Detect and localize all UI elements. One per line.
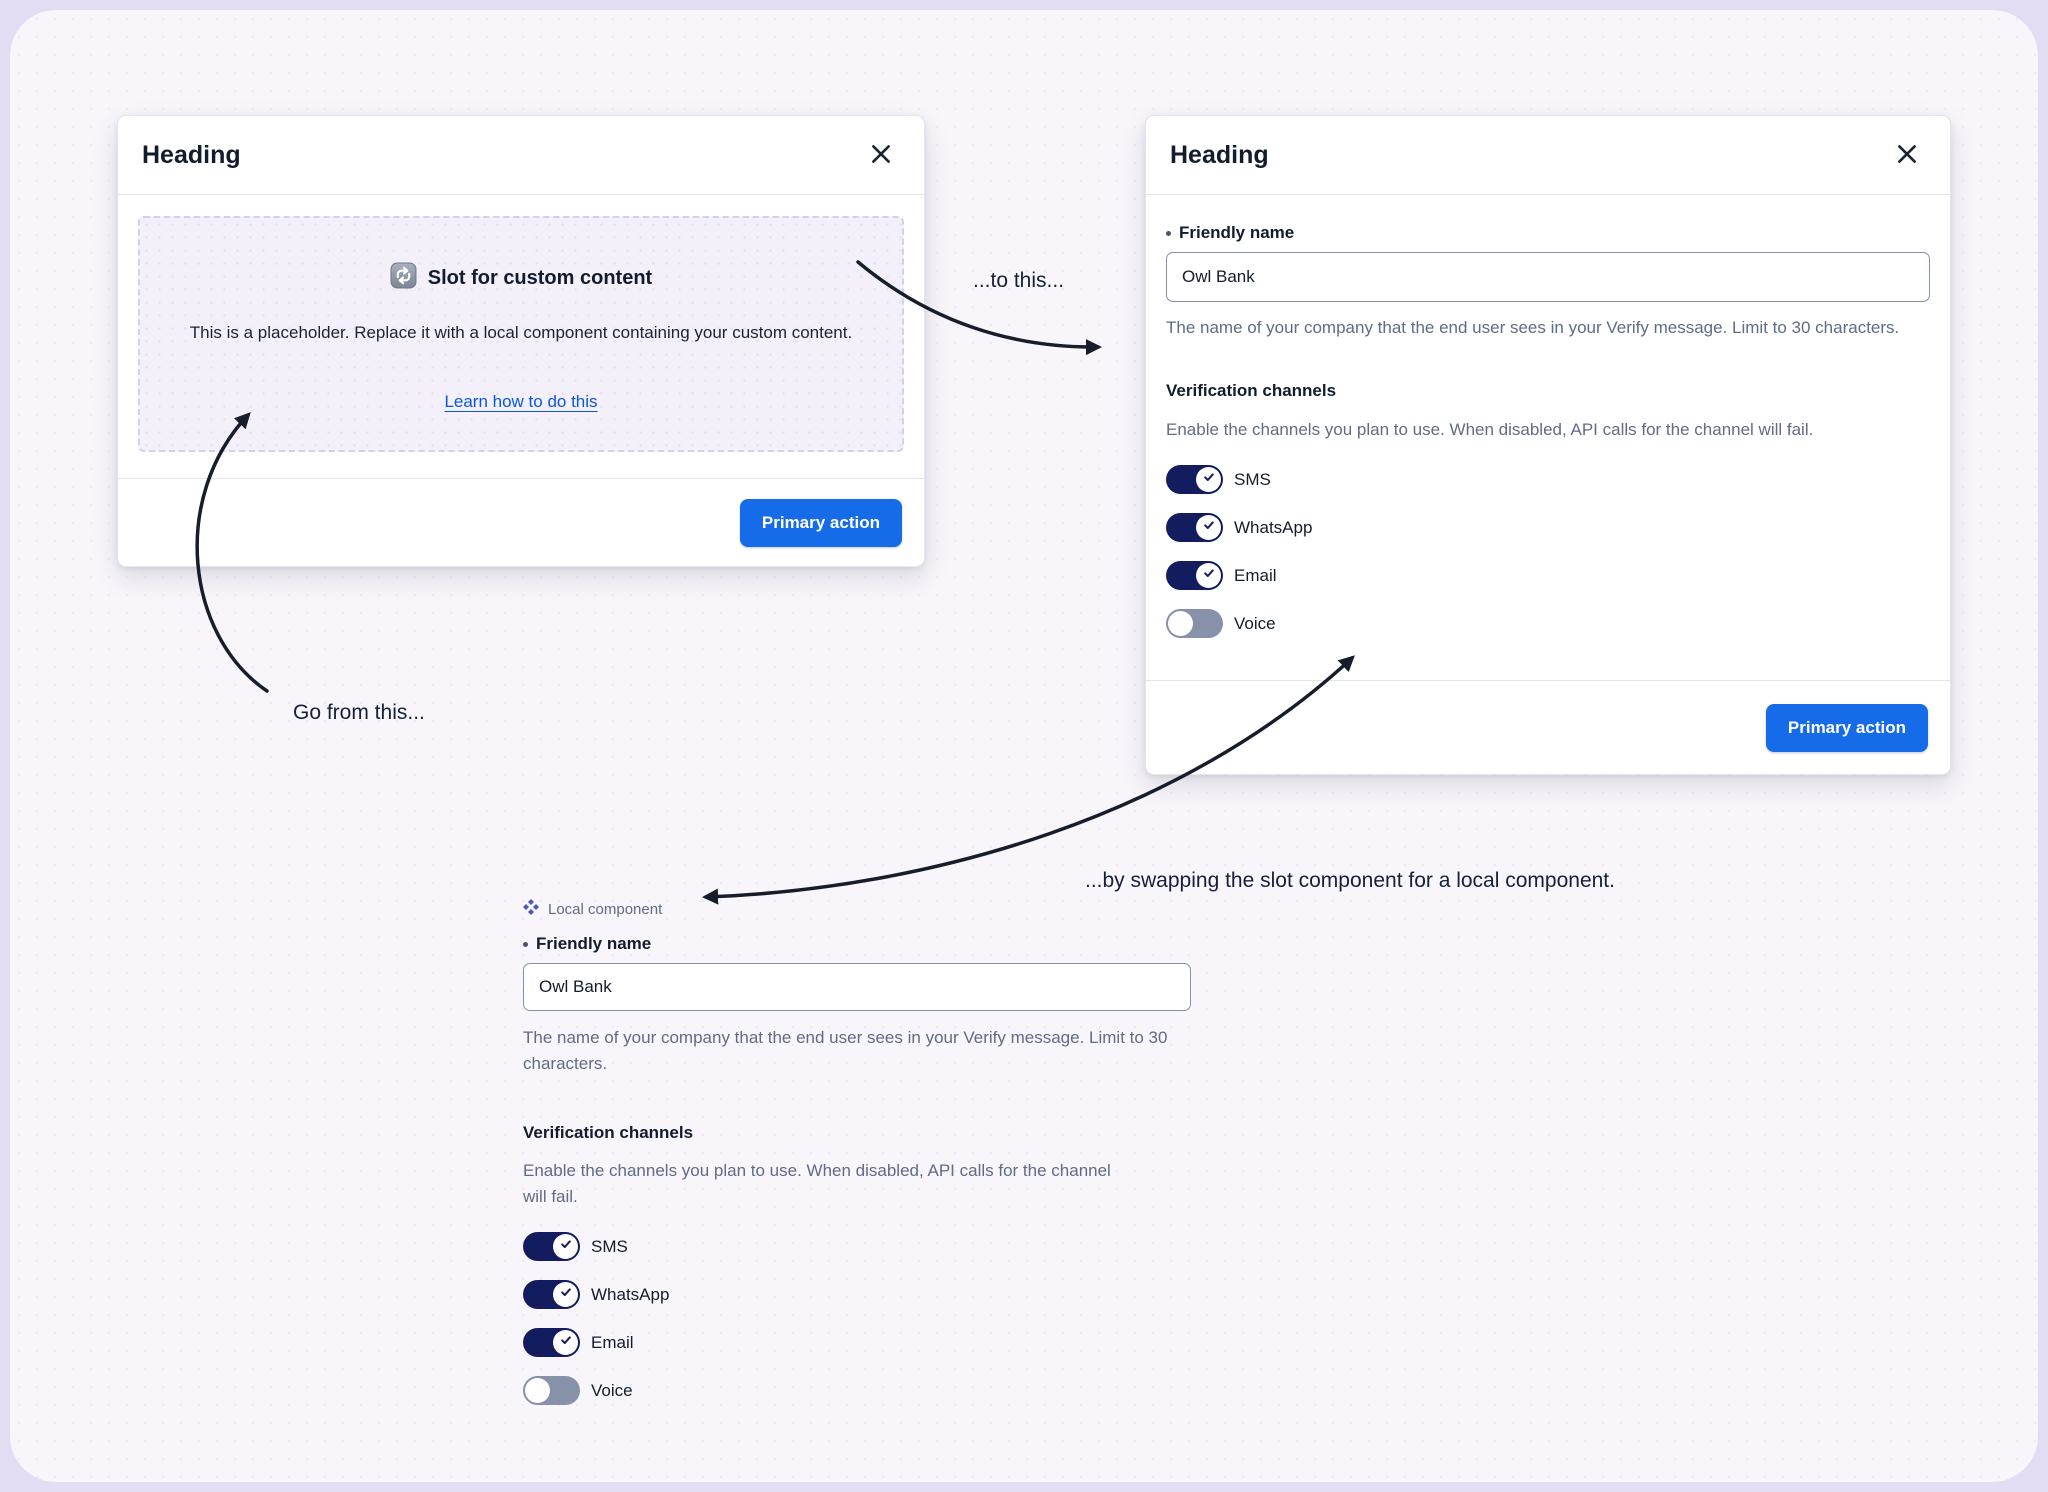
channel-label: Email xyxy=(591,1332,634,1352)
check-icon xyxy=(559,1285,573,1304)
slot-placeholder: Slot for custom content This is a placeh… xyxy=(138,216,904,452)
form-modal-footer: Primary action xyxy=(1146,680,1950,774)
friendly-name-label: Friendly name xyxy=(1179,223,1295,242)
annotation-go-from-this: Go from this... xyxy=(293,701,425,724)
channel-row-email: Email xyxy=(523,1328,1191,1357)
toggle-knob xyxy=(525,1378,550,1403)
required-dot xyxy=(523,941,528,947)
channel-row-whatsapp: WhatsApp xyxy=(523,1280,1191,1309)
learn-how-link[interactable]: Learn how to do this xyxy=(444,392,598,411)
whatsapp-toggle[interactable] xyxy=(523,1280,580,1309)
channel-label: Voice xyxy=(591,1380,633,1400)
required-dot xyxy=(1166,230,1171,236)
form-modal-body: Friendly name The name of your company t… xyxy=(1146,195,1950,680)
form-modal: Heading Friendly name The name of your c… xyxy=(1145,115,1951,775)
toggle-knob xyxy=(1196,467,1221,492)
slot-modal-body: Slot for custom content This is a placeh… xyxy=(118,195,924,478)
voice-toggle[interactable] xyxy=(1166,609,1223,638)
close-button[interactable] xyxy=(1890,138,1924,172)
voice-toggle[interactable] xyxy=(523,1376,580,1405)
check-icon xyxy=(1202,518,1216,537)
email-toggle[interactable] xyxy=(523,1328,580,1357)
slot-title: Slot for custom content xyxy=(427,266,653,289)
local-component-tag: Local component xyxy=(548,901,663,918)
annotation-to-this: ...to this... xyxy=(973,269,1065,292)
close-icon xyxy=(868,141,894,170)
verification-channels-help: Enable the channels you plan to use. Whe… xyxy=(1166,420,1814,439)
toggle-knob xyxy=(1168,611,1193,636)
close-icon xyxy=(1894,141,1920,170)
slot-modal: Heading xyxy=(117,115,925,567)
channel-row-voice: Voice xyxy=(523,1376,1191,1405)
whatsapp-toggle[interactable] xyxy=(1166,513,1223,542)
toggle-knob xyxy=(553,1282,578,1307)
slot-modal-header: Heading xyxy=(118,116,924,195)
sms-toggle[interactable] xyxy=(523,1232,580,1261)
slot-modal-title: Heading xyxy=(142,140,241,169)
toggle-knob xyxy=(1196,515,1221,540)
channel-label: Email xyxy=(1234,565,1277,585)
verification-channels-heading: Verification channels xyxy=(523,1123,694,1142)
friendly-name-label: Friendly name xyxy=(536,934,652,953)
email-toggle[interactable] xyxy=(1166,561,1223,590)
page-canvas: Heading xyxy=(10,10,2038,1482)
swap-arrows-icon xyxy=(390,262,417,294)
slot-description: This is a placeholder. Replace it with a… xyxy=(189,323,853,342)
check-icon xyxy=(1202,470,1216,489)
channel-row-voice: Voice xyxy=(1166,609,1930,638)
friendly-name-input[interactable] xyxy=(523,963,1191,1011)
verification-channels-heading: Verification channels xyxy=(1166,381,1337,400)
channel-label: SMS xyxy=(1234,469,1271,489)
friendly-name-help: The name of your company that the end us… xyxy=(523,1028,1168,1073)
toggle-knob xyxy=(553,1234,578,1259)
primary-action-button[interactable]: Primary action xyxy=(1765,703,1928,752)
component-icon xyxy=(523,899,539,920)
form-modal-title: Heading xyxy=(1170,140,1269,169)
channel-label: SMS xyxy=(591,1236,628,1256)
friendly-name-input[interactable] xyxy=(1166,252,1930,302)
channel-row-whatsapp: WhatsApp xyxy=(1166,513,1930,542)
verification-channels-help: Enable the channels you plan to use. Whe… xyxy=(523,1161,1111,1206)
channel-row-sms: SMS xyxy=(1166,465,1930,494)
toggle-knob xyxy=(1196,563,1221,588)
check-icon xyxy=(1202,566,1216,585)
check-icon xyxy=(559,1237,573,1256)
channel-row-sms: SMS xyxy=(523,1232,1191,1261)
friendly-name-help: The name of your company that the end us… xyxy=(1166,318,1900,337)
close-button[interactable] xyxy=(864,138,898,172)
channel-label: WhatsApp xyxy=(591,1284,670,1304)
primary-action-button[interactable]: Primary action xyxy=(739,498,902,547)
local-component-section: Local component Friendly name The name o… xyxy=(523,899,1191,1405)
sms-toggle[interactable] xyxy=(1166,465,1223,494)
slot-modal-footer: Primary action xyxy=(118,478,924,566)
channel-label: Voice xyxy=(1234,613,1276,633)
channel-row-email: Email xyxy=(1166,561,1930,590)
channel-label: WhatsApp xyxy=(1234,517,1313,537)
annotation-by-swapping: ...by swapping the slot component for a … xyxy=(1085,869,1615,892)
check-icon xyxy=(559,1333,573,1352)
form-modal-header: Heading xyxy=(1146,116,1950,195)
toggle-knob xyxy=(553,1330,578,1355)
